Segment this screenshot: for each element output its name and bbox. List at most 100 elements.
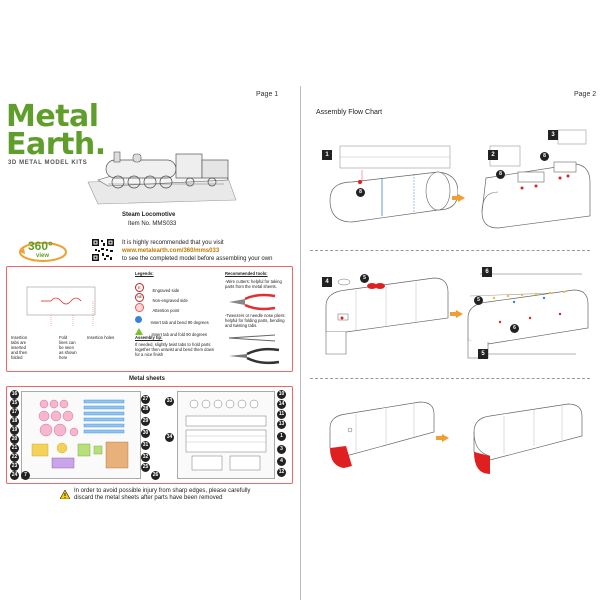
step-number: 5: [478, 349, 488, 359]
sheet-part-number: 28: [141, 405, 150, 414]
model-item-number: Item No. MMS033: [128, 221, 177, 227]
flow-arrow-1: [452, 196, 459, 200]
legend-item-attention: Attention point: [135, 299, 179, 317]
model-name: Steam Locomotive: [122, 212, 176, 218]
sheet-part-number: 30: [141, 429, 150, 438]
brand-logo-line2: Earth.: [6, 127, 106, 162]
fold-90-icon: [135, 328, 143, 336]
metal-sheet-left: [21, 391, 141, 479]
legend-item-engraved: E Engraved side: [135, 279, 179, 297]
step-1-diagram: [329, 145, 458, 223]
sheet-part-number: 22: [10, 453, 19, 462]
sheet-part-number: 31: [141, 441, 150, 450]
pliers-icon: [229, 347, 280, 365]
sheet-part-number: 14: [277, 400, 286, 409]
step-number: 6: [510, 324, 519, 333]
step-number: 2: [488, 150, 498, 160]
step-number: 3: [548, 130, 558, 140]
assembly-tip-title: Assembly tip:: [135, 335, 163, 340]
view-360-number: 360°: [28, 239, 53, 253]
step-number: 1: [322, 150, 332, 160]
metal-sheet-right-parts: [185, 399, 267, 471]
brand-logo: Metal Earth.: [6, 99, 106, 162]
sheet-part-number: 18: [10, 417, 19, 426]
sheet-part-number: 25: [141, 463, 150, 472]
locomotive-illustration: [87, 151, 237, 205]
brand-logo-line1: Metal: [6, 99, 99, 134]
step-number: 5: [474, 296, 483, 305]
brand-tagline: 3D METAL MODEL KITS: [8, 160, 88, 166]
page-number-1: Page 1: [256, 91, 279, 98]
warning-icon: [60, 490, 70, 499]
sheet-part-number: 29: [141, 417, 150, 426]
tools-title: Recommended tools:: [225, 271, 268, 276]
sheet-part-number: 21: [10, 444, 19, 453]
sheet-part-number: 7: [21, 471, 30, 480]
sheet-part-number: 4: [277, 457, 286, 466]
flow-arrow-2: [450, 312, 457, 316]
legend-item-bend: Insert tab and bend 90 degrees: [135, 311, 209, 329]
sheet-part-number: 16: [10, 390, 19, 399]
view-360-icon: [19, 242, 67, 262]
sheet-part-number: 15: [10, 399, 19, 408]
sheet-part-number: 13: [277, 420, 286, 429]
label-insertion-holes: Insertion holes: [87, 335, 115, 340]
warning-text: In order to avoid possible injury from s…: [74, 488, 251, 501]
sheet-part-number: 20: [10, 435, 19, 444]
part-diagram: [26, 286, 96, 327]
view-360-badge: 360° view: [18, 238, 68, 264]
legend-label: Non-engraved side: [152, 298, 188, 303]
sheet-part-number: 1: [277, 432, 286, 441]
legend-item-fold: Insert tab and fold 90 degrees: [135, 323, 207, 341]
step-7-diagram: [329, 401, 435, 468]
sheet-part-number: 11: [277, 410, 286, 419]
notice-line1: It is highly recommended that you visit: [122, 240, 224, 246]
sheet-part-number: 23: [10, 462, 19, 471]
tweezers-icon: [228, 334, 276, 342]
sheet-part-number: 3: [277, 445, 286, 454]
view-360-word: view: [36, 253, 50, 259]
sheet-part-number: 24: [10, 471, 19, 480]
metal-sheets-title: Metal sheets: [129, 376, 166, 382]
flow-arrow-1-head: [458, 194, 465, 202]
legend-label: Insert tab and bend 90 degrees: [150, 320, 209, 325]
step-4-diagram: [325, 277, 449, 355]
step-number: 5: [360, 274, 369, 283]
flow-arrow-3: [436, 436, 443, 440]
legend-label: Insert tab and fold 90 degrees: [151, 332, 208, 337]
legend-label: Engraved side: [152, 288, 180, 293]
step-2-3-diagram: [481, 129, 591, 229]
sheet-part-number: 32: [141, 453, 150, 462]
page-number-2: Page 2: [574, 91, 597, 98]
bend-90-icon: [135, 316, 142, 324]
wire-cutters-icon: [229, 293, 276, 311]
sheet-part-number: 34: [165, 433, 174, 442]
flow-arrow-2-head: [456, 310, 463, 318]
metal-sheet-left-parts: [31, 399, 129, 469]
step-number: 4: [322, 277, 332, 287]
step-number: 6: [482, 267, 492, 277]
step-number: 8: [540, 152, 549, 161]
sheet-part-number: 10: [277, 390, 286, 399]
sheet-part-number: 19: [10, 426, 19, 435]
metal-sheets-panel: 16 15 17 18 19 20 21 22 23 24 7 27 28 29…: [6, 386, 293, 484]
step-number: 8: [356, 188, 365, 197]
section-divider-1: [310, 250, 590, 251]
tool-tweezers-pliers: -Tweezers or needle nose pliers: helpful…: [225, 313, 286, 328]
flow-chart-title: Assembly Flow Chart: [316, 109, 383, 116]
page-divider: [300, 86, 301, 600]
sheet-part-number: 27: [141, 395, 150, 404]
legend-item-non-engraved: NE Non-engraved side: [135, 289, 188, 307]
notice-url-link[interactable]: www.metalearth.com/360/mms033: [122, 248, 220, 254]
qr-code[interactable]: [91, 238, 115, 262]
label-fold-lines: Fold lines can be seen as shown here: [59, 335, 77, 360]
sheet-part-number: 33: [165, 397, 174, 406]
step-7-result-diagram: [473, 403, 583, 474]
sheet-part-number: 12: [277, 468, 286, 477]
legends-title: Legends:: [135, 271, 154, 276]
assembly-tip-text: If needed, slightly twist tabs to hold p…: [135, 342, 215, 357]
metal-sheet-right: [177, 391, 275, 479]
legend-label: Attention point: [152, 308, 180, 313]
notice-line3: to see the completed model before assemb…: [122, 256, 273, 262]
legend-panel: Insertion tabs are inserted and then fol…: [6, 266, 293, 372]
